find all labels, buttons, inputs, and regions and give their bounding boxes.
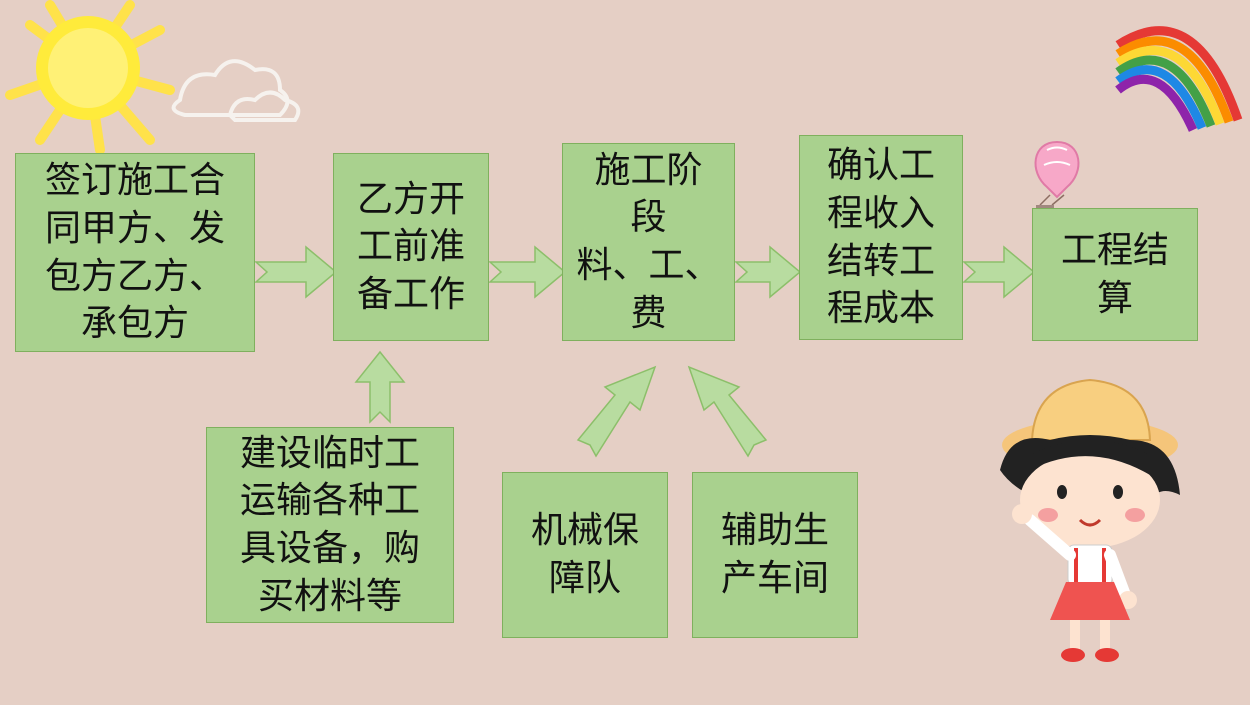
sun-icon [5, 0, 175, 155]
arrow-prep-to-construct [488, 245, 567, 299]
step-project-settlement: 工程结 算 [1032, 208, 1198, 341]
arrow-aux-to-construct [687, 365, 768, 458]
step-start-preparation: 乙方开 工前准 备工作 [333, 153, 489, 341]
arrow-machinery-to-construct [576, 365, 657, 458]
input-auxiliary-workshop: 辅助生 产车间 [692, 472, 858, 638]
arrow-temp-to-prep [354, 350, 406, 424]
arrow-construct-to-income [734, 245, 802, 299]
step-sign-contract: 签订施工合 同甲方、发 包方乙方、 承包方 [15, 153, 255, 352]
step-confirm-income: 确认工 程收入 结转工 程成本 [799, 135, 963, 340]
arrow-sign-to-prep [254, 245, 338, 299]
input-temporary-works: 建设临时工 运输各种工 具设备，购 买材料等 [206, 427, 454, 623]
input-machinery-team: 机械保 障队 [502, 472, 668, 638]
rainbow-icon [1115, 26, 1243, 132]
arrow-income-to-settle [962, 245, 1036, 299]
cartoon-girl-illustration [1000, 378, 1180, 662]
step-construction-phase: 施工阶 段 料、工、 费 [562, 143, 735, 341]
cloud-icon [171, 59, 301, 122]
